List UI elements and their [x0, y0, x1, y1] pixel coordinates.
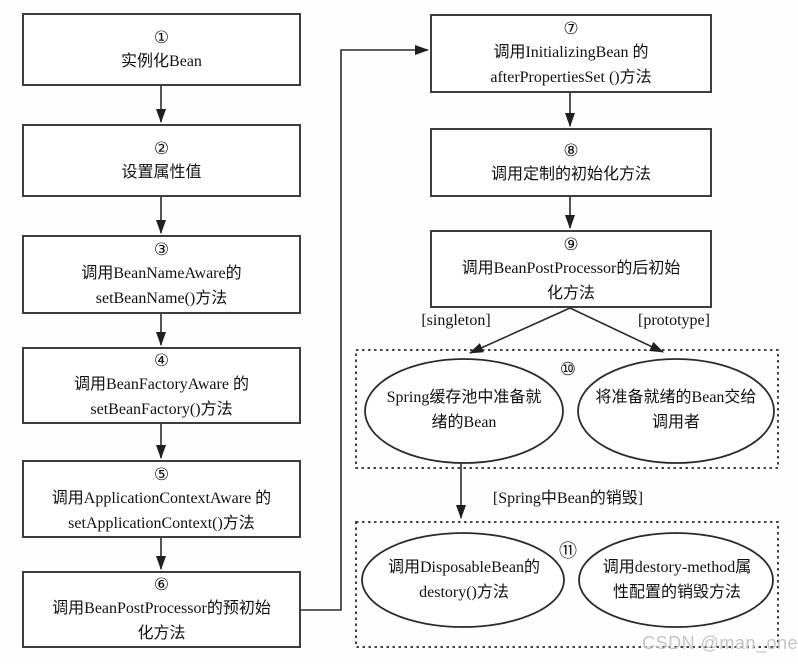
flow-box-applicationcontextaware: ⑤ 调用ApplicationContextAware 的 setApplica…: [22, 460, 301, 538]
step-number: ①: [153, 27, 170, 47]
step-number: ④: [153, 351, 170, 370]
flow-box-instantiate-bean: ① 实例化Bean: [22, 13, 301, 86]
step-label: 调用ApplicationContextAware 的: [51, 489, 272, 507]
step-label: 实例化Bean: [121, 52, 202, 70]
ellipse-text-spring-pool: Spring缓存池中准备就 绪的Bean: [366, 385, 562, 435]
pool-group-dashed-border: [355, 349, 779, 469]
flow-box-custom-init-method: ⑧ 调用定制的初始化方法: [430, 128, 712, 197]
flow-box-postprocessor-after-init: ⑨ 调用BeanPostProcessor的后初始 化方法: [430, 230, 712, 308]
branch-line-prototype: [569, 307, 664, 353]
ellipse-line: 调用DisposableBean的: [388, 559, 540, 576]
step-label: 化方法: [137, 625, 186, 642]
ellipse-line: 调用destory-method属: [602, 559, 752, 576]
ellipse-text-disposablebean: 调用DisposableBean的 destory()方法: [364, 555, 564, 605]
csdn-watermark: CSDN @man_one: [642, 633, 798, 653]
ellipse-destroy-method: [578, 532, 774, 628]
step-number: ⑦: [563, 19, 579, 38]
flow-box-initializingbean: ⑦ 调用InitializingBean 的 afterPropertiesSe…: [430, 14, 712, 93]
group-number-10: ⑩: [559, 359, 577, 379]
ellipse-spring-pool: [364, 358, 564, 464]
connector-step6-step7: [301, 45, 429, 611]
ellipse-line: 绪的Bean: [431, 414, 497, 431]
step-label: 调用BeanNameAware的: [81, 265, 242, 282]
destroy-transition-label: [Spring中Bean的销毁]: [492, 490, 644, 507]
ellipse-bean-to-caller: [577, 358, 775, 464]
step-label: setApplicationContext()方法: [68, 514, 255, 532]
step-label: 调用BeanFactoryAware 的: [74, 376, 249, 393]
branch-label-singleton: [singleton]: [421, 312, 491, 329]
step-number: ⑧: [563, 140, 579, 160]
ellipse-line: destory()方法: [419, 584, 509, 601]
step-label: 调用InitializingBean 的: [493, 44, 649, 61]
step-number: ⑨: [563, 234, 579, 254]
ellipse-line: Spring缓存池中准备就: [386, 389, 542, 406]
ellipse-line: 将准备就绪的Bean交给: [595, 389, 757, 406]
destroy-group-dashed-border: [355, 521, 779, 648]
step-label: 调用定制的初始化方法: [490, 165, 651, 183]
step-label: afterPropertiesSet ()方法: [490, 69, 652, 86]
ellipse-line: 调用者: [651, 414, 700, 431]
step-label: setBeanFactory()方法: [90, 401, 233, 418]
step-label: setBeanName()方法: [95, 290, 228, 307]
step-number: ⑥: [153, 575, 170, 594]
group-number-11: ⑪: [559, 541, 577, 561]
ellipse-line: 性配置的销毁方法: [612, 584, 741, 601]
step-label: 化方法: [546, 284, 595, 302]
step-label: 设置属性值: [121, 163, 202, 181]
ellipse-text-bean-to-caller: 将准备就绪的Bean交给 调用者: [578, 385, 774, 435]
step-number: ⑤: [153, 464, 170, 484]
ellipse-disposablebean: [361, 532, 565, 628]
ellipse-text-destroy-method: 调用destory-method属 性配置的销毁方法: [578, 555, 776, 605]
step-number: ②: [153, 138, 170, 158]
step-number: ③: [153, 240, 170, 259]
step-label: 调用BeanPostProcessor的后初始: [461, 259, 681, 277]
flow-box-postprocessor-before-init: ⑥ 调用BeanPostProcessor的预初始 化方法: [22, 571, 301, 648]
flow-box-beannameaware: ③ 调用BeanNameAware的 setBeanName()方法: [22, 235, 301, 314]
flow-box-set-properties: ② 设置属性值: [22, 124, 301, 197]
branch-label-prototype: [prototype]: [638, 312, 710, 329]
step-label: 调用BeanPostProcessor的预初始: [52, 600, 271, 617]
branch-line-singleton: [469, 307, 571, 354]
flow-box-beanfactoryaware: ④ 调用BeanFactoryAware 的 setBeanFactory()方…: [22, 347, 301, 424]
